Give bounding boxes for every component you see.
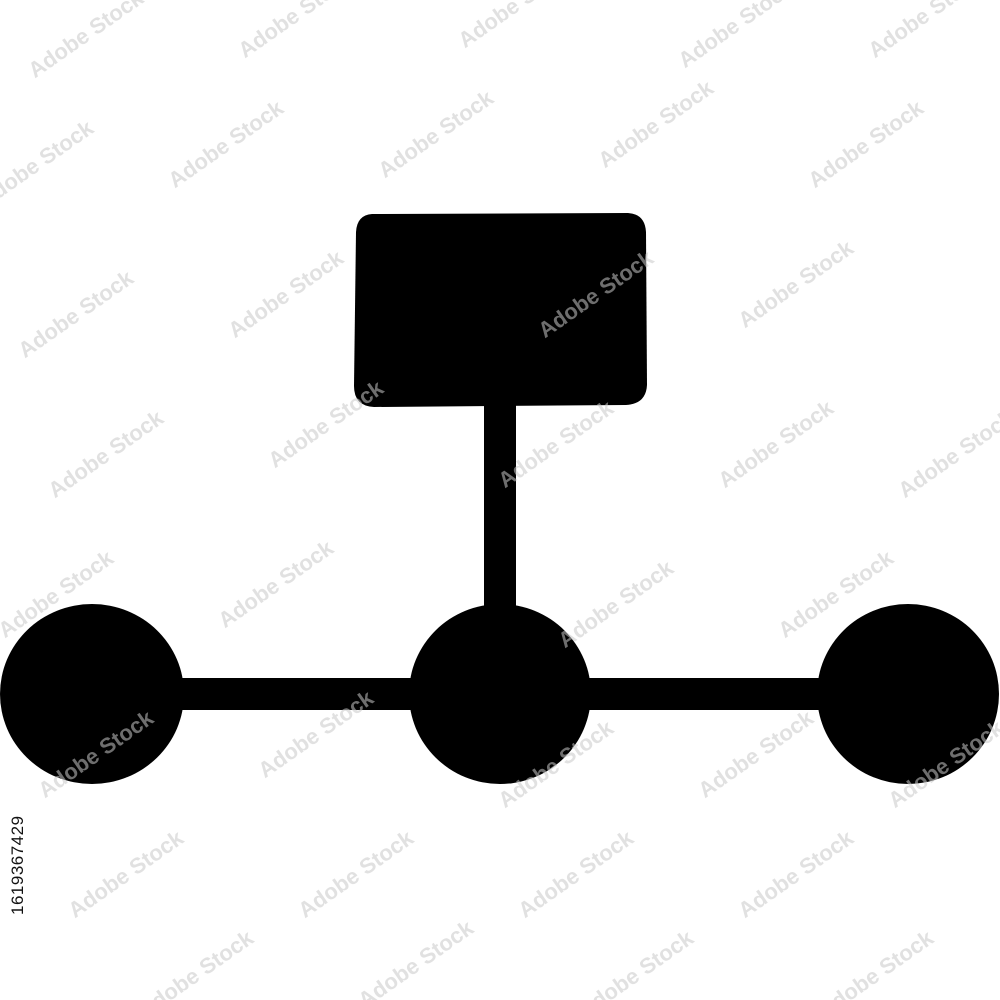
stock-id-label: 1619367429	[8, 815, 27, 915]
right-child-node	[817, 604, 999, 784]
middle-child-node	[409, 604, 591, 784]
left-child-node	[0, 604, 184, 784]
parent-box-node	[354, 213, 647, 407]
vertical-connector-line	[484, 380, 516, 630]
